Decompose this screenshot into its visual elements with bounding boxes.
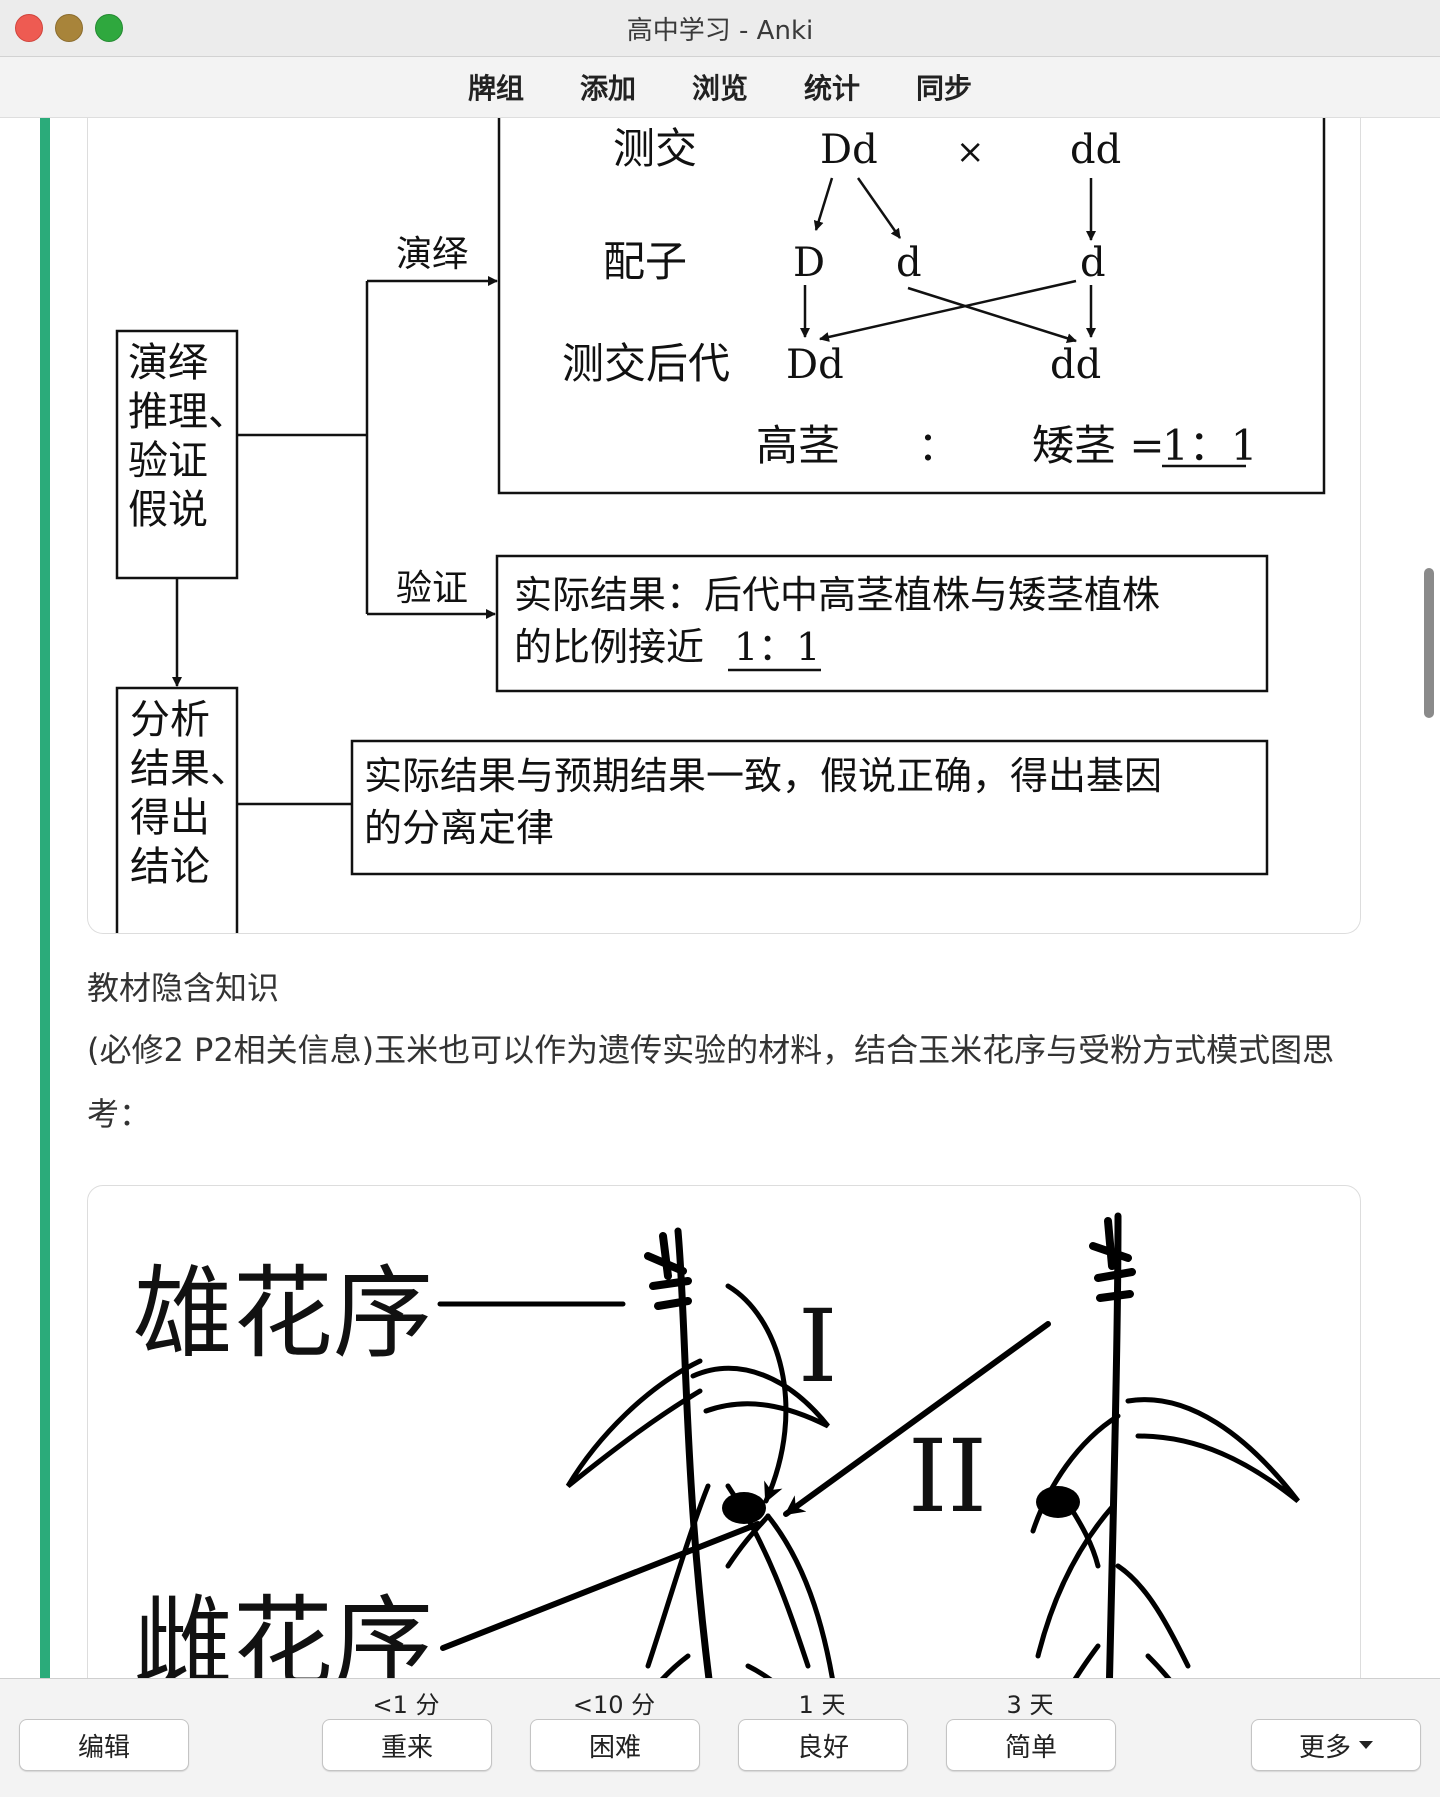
more-button[interactable]: 更多 bbox=[1251, 1719, 1421, 1771]
corn-diagram: 雄花序 雌花序 I II bbox=[133, 1212, 1300, 1678]
conclusion-line2: 的分离定律 bbox=[364, 806, 554, 850]
hard-button[interactable]: 困难 bbox=[530, 1719, 700, 1771]
easy-button-label: 简单 bbox=[1004, 1732, 1057, 1763]
parent1-genotype: Dd bbox=[820, 127, 878, 173]
maximize-window-button[interactable] bbox=[95, 14, 123, 42]
chevron-down-icon bbox=[1359, 1741, 1373, 1749]
again-button[interactable]: 重来 bbox=[322, 1719, 492, 1771]
toolbar-decks[interactable]: 牌组 bbox=[467, 72, 524, 105]
window-title: 高中学习 - Anki bbox=[626, 15, 814, 46]
gamete-d1: d bbox=[896, 240, 922, 286]
result-line1: 实际结果：后代中高茎植株与矮茎植株 bbox=[514, 573, 1160, 617]
more-button-label: 更多 bbox=[1298, 1732, 1351, 1763]
box-b-line2: 结果、 bbox=[130, 746, 250, 792]
offspring-label: 测交后代 bbox=[562, 339, 730, 388]
again-button-label: 重来 bbox=[380, 1732, 433, 1763]
testcross-label: 测交 bbox=[613, 124, 697, 173]
title-bar: 高中学习 - Anki bbox=[0, 0, 1440, 57]
toolbar-sync[interactable]: 同步 bbox=[916, 72, 973, 105]
card-content[interactable]: 测交 Dd × dd 配子 D d d 测交后代 Dd dd 高茎 ： 矮茎 =… bbox=[0, 118, 1440, 1678]
minimize-window-button[interactable] bbox=[55, 14, 83, 42]
review-bottom-bar: 编辑 <1 分 重来 <10 分 困难 1 天 良好 3 天 简单 更多 bbox=[0, 1678, 1440, 1797]
card-accent-bar bbox=[40, 118, 50, 1678]
box-b-line3: 得出 bbox=[130, 795, 210, 841]
male-inflorescence-label: 雄花序 bbox=[133, 1255, 433, 1372]
parent2-genotype: dd bbox=[1070, 127, 1121, 173]
box-a-line1: 演绎 bbox=[128, 340, 208, 386]
gamete-D: D bbox=[793, 240, 825, 286]
easy-button[interactable]: 简单 bbox=[946, 1719, 1116, 1771]
corn-diagram-box: 雄花序 雌花序 I II bbox=[87, 1185, 1361, 1678]
close-window-button[interactable] bbox=[15, 14, 43, 42]
deduce-label: 演绎 bbox=[396, 234, 468, 275]
flowchart-diagram: 测交 Dd × dd 配子 D d d 测交后代 Dd dd 高茎 ： 矮茎 =… bbox=[115, 118, 1326, 933]
flowchart-image-box: 测交 Dd × dd 配子 D d d 测交后代 Dd dd 高茎 ： 矮茎 =… bbox=[87, 118, 1361, 934]
ratio-colon: ： bbox=[918, 424, 958, 470]
toolbar-add[interactable]: 添加 bbox=[579, 72, 636, 105]
verify-label: 验证 bbox=[396, 568, 468, 609]
edit-button[interactable]: 编辑 bbox=[19, 1719, 189, 1771]
conclusion-line1: 实际结果与预期结果一致，假说正确，得出基因 bbox=[364, 754, 1162, 798]
roman-numeral-2: II bbox=[908, 1418, 987, 1535]
toolbar-stats[interactable]: 统计 bbox=[804, 72, 861, 105]
again-interval: <1 分 bbox=[372, 1691, 440, 1719]
offspring-dd: dd bbox=[1050, 342, 1101, 388]
ratio-value: 1：1 bbox=[1162, 421, 1257, 470]
female-inflorescence-label: 雌花序 bbox=[133, 1585, 433, 1678]
box-b-line4: 结论 bbox=[130, 844, 210, 890]
main-toolbar: 牌组 添加 浏览 统计 同步 bbox=[0, 57, 1440, 118]
dwarf-label: 矮茎 = bbox=[1032, 421, 1165, 470]
box-a-line2: 推理、 bbox=[128, 389, 248, 435]
hard-button-label: 困难 bbox=[588, 1732, 641, 1763]
result-line2: 的比例接近 bbox=[514, 625, 704, 669]
section-paragraph: (必修2 P2相关信息)玉米也可以作为遗传实验的材料，结合玉米花序与受粉方式模式… bbox=[87, 1031, 1335, 1133]
tall-label: 高茎 bbox=[756, 421, 840, 470]
box-b-line1: 分析 bbox=[130, 697, 210, 743]
easy-interval: 3 天 bbox=[1006, 1691, 1054, 1719]
section-heading: 教材隐含知识 bbox=[87, 969, 280, 1007]
good-button-label: 良好 bbox=[796, 1732, 849, 1763]
offspring-Dd: Dd bbox=[786, 342, 844, 388]
gametes-label: 配子 bbox=[603, 237, 687, 286]
cross-symbol: × bbox=[956, 132, 985, 172]
good-interval: 1 天 bbox=[798, 1691, 846, 1719]
gamete-d2: d bbox=[1080, 240, 1106, 286]
vertical-scrollbar-thumb[interactable] bbox=[1424, 568, 1434, 718]
box-a-line3: 验证 bbox=[128, 438, 208, 484]
toolbar-browse[interactable]: 浏览 bbox=[691, 72, 748, 105]
hard-interval: <10 分 bbox=[572, 1691, 656, 1719]
box-a-line4: 假说 bbox=[128, 487, 208, 533]
roman-numeral-1: I bbox=[798, 1288, 838, 1405]
edit-button-label: 编辑 bbox=[77, 1732, 130, 1763]
good-button[interactable]: 良好 bbox=[738, 1719, 908, 1771]
result-ratio: 1：1 bbox=[734, 625, 820, 669]
